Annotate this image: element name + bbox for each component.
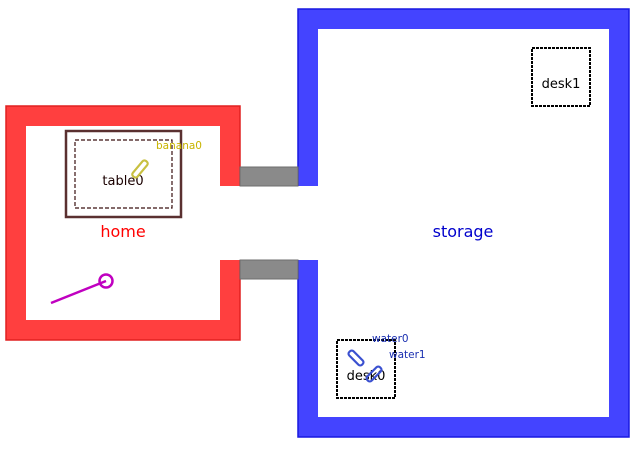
storage-wall-edge: [297, 8, 630, 438]
home-wall: [6, 106, 240, 340]
corridor-bottom-segment: [239, 259, 299, 280]
table0-outline: [64, 129, 183, 219]
table0-inner: [74, 139, 173, 209]
water0-label: water0: [372, 333, 409, 345]
home-room: [5, 105, 241, 341]
water1-label: water1: [389, 349, 426, 361]
desk1-outline: [531, 47, 591, 107]
corridor: [239, 166, 299, 280]
water0: water0: [347, 333, 409, 367]
storage-room: [297, 8, 630, 438]
storage-wall: [298, 9, 629, 437]
desk0-outline: [336, 339, 396, 399]
table0: table0: [64, 129, 183, 219]
banana0: banana0: [131, 140, 202, 179]
banana0-label: banana0: [156, 140, 202, 152]
water1-icon: [365, 365, 383, 383]
desk0: desk0: [336, 339, 396, 399]
water0-icon: [347, 349, 365, 367]
water1: water1: [365, 349, 426, 383]
home-label: home: [100, 222, 145, 241]
corridor-top-segment: [239, 166, 299, 187]
banana0-icon: [131, 159, 149, 179]
home-wall-edge: [5, 105, 241, 341]
agent: [50, 273, 114, 305]
storage-label: storage: [433, 222, 494, 241]
agent-icon: [98, 273, 114, 289]
agent-heading-line: [50, 279, 107, 305]
desk1-label: desk1: [542, 77, 581, 92]
desk1: desk1: [531, 47, 591, 107]
